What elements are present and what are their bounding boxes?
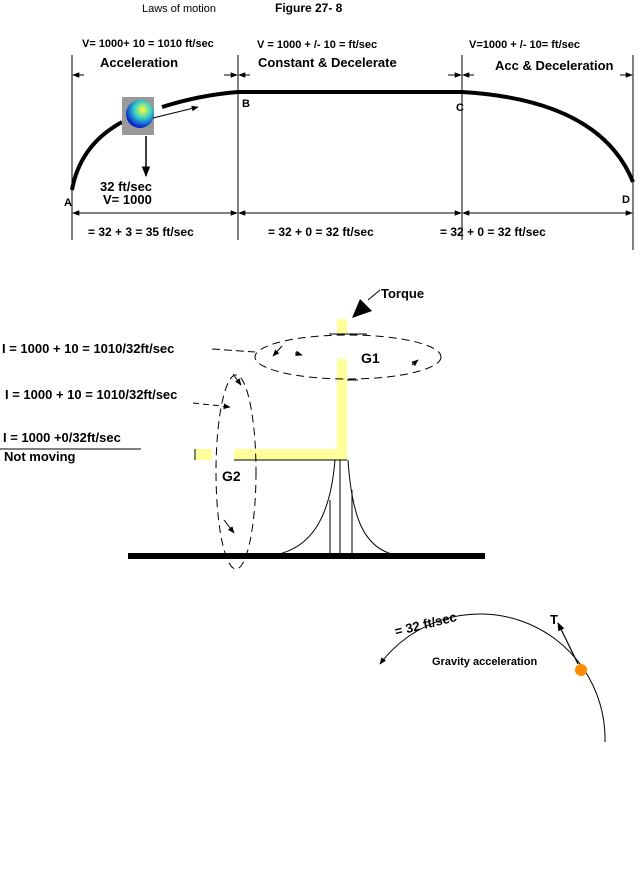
- velocity-label-3: V=1000 + /- 10= ft/sec: [469, 39, 580, 51]
- gyroscope-diagram: Torque: [0, 286, 485, 570]
- gravity-sum-1: = 32 + 3 = 35 ft/sec: [88, 225, 194, 239]
- figure-title: Figure 27- 8: [275, 1, 343, 15]
- g1-ellipse: [254, 334, 442, 380]
- ball-icon: [122, 97, 154, 135]
- trajectory-curve: [70, 90, 635, 191]
- orbit-speed-label: = 32 ft/sec: [393, 609, 458, 639]
- point-a: A: [64, 197, 72, 209]
- trajectory-diagram: V= 1000+ 10 = 1010 ft/sec V = 1000 + /- …: [64, 38, 635, 250]
- drop-velocity: V= 1000: [103, 192, 152, 207]
- velocity-arrow: [152, 105, 199, 119]
- inertia-line-1: I = 1000 + 10 = 1010/32ft/sec: [2, 341, 174, 356]
- g1-label: G1: [361, 350, 380, 366]
- drop-label: 32 ft/sec: [100, 179, 152, 194]
- section-label-constant: Constant & Decelerate: [258, 55, 397, 70]
- base-plate: [128, 553, 485, 559]
- g2-label: G2: [222, 468, 241, 484]
- not-moving-label: Not moving: [4, 449, 76, 464]
- section-label-acceleration: Acceleration: [100, 55, 178, 70]
- gyroscope-frame: [195, 319, 347, 460]
- gravity-sum-2: = 32 + 0 = 32 ft/sec: [268, 225, 374, 239]
- subtitle: Laws of motion: [142, 3, 216, 15]
- point-d: D: [622, 194, 630, 206]
- inertia-line-2: I = 1000 + 10 = 1010/32ft/sec: [5, 387, 177, 402]
- torque-label: Torque: [381, 286, 424, 301]
- inertia-line-3: I = 1000 +0/32ft/sec: [3, 430, 121, 445]
- point-b: B: [242, 98, 250, 110]
- velocity-label-2: V = 1000 + /- 10 = ft/sec: [257, 39, 377, 51]
- tangent-arrow: [557, 622, 579, 665]
- section-label-deceleration: Acc & Deceleration: [495, 58, 614, 73]
- velocity-label-1: V= 1000+ 10 = 1010 ft/sec: [82, 38, 214, 50]
- g2-ellipse: [215, 374, 257, 570]
- orbiting-body: [575, 664, 587, 676]
- point-c: C: [456, 102, 464, 114]
- gravity-acceleration-label: Gravity acceleration: [432, 656, 537, 668]
- gravity-sum-3: = 32 + 0 = 32 ft/sec: [440, 225, 546, 239]
- orbit-diagram: T = 32 ft/sec Gravity acceleration: [379, 609, 606, 743]
- torque-arrow-icon: [352, 299, 372, 318]
- section-dividers: [71, 55, 634, 250]
- tangent-label: T: [550, 612, 558, 627]
